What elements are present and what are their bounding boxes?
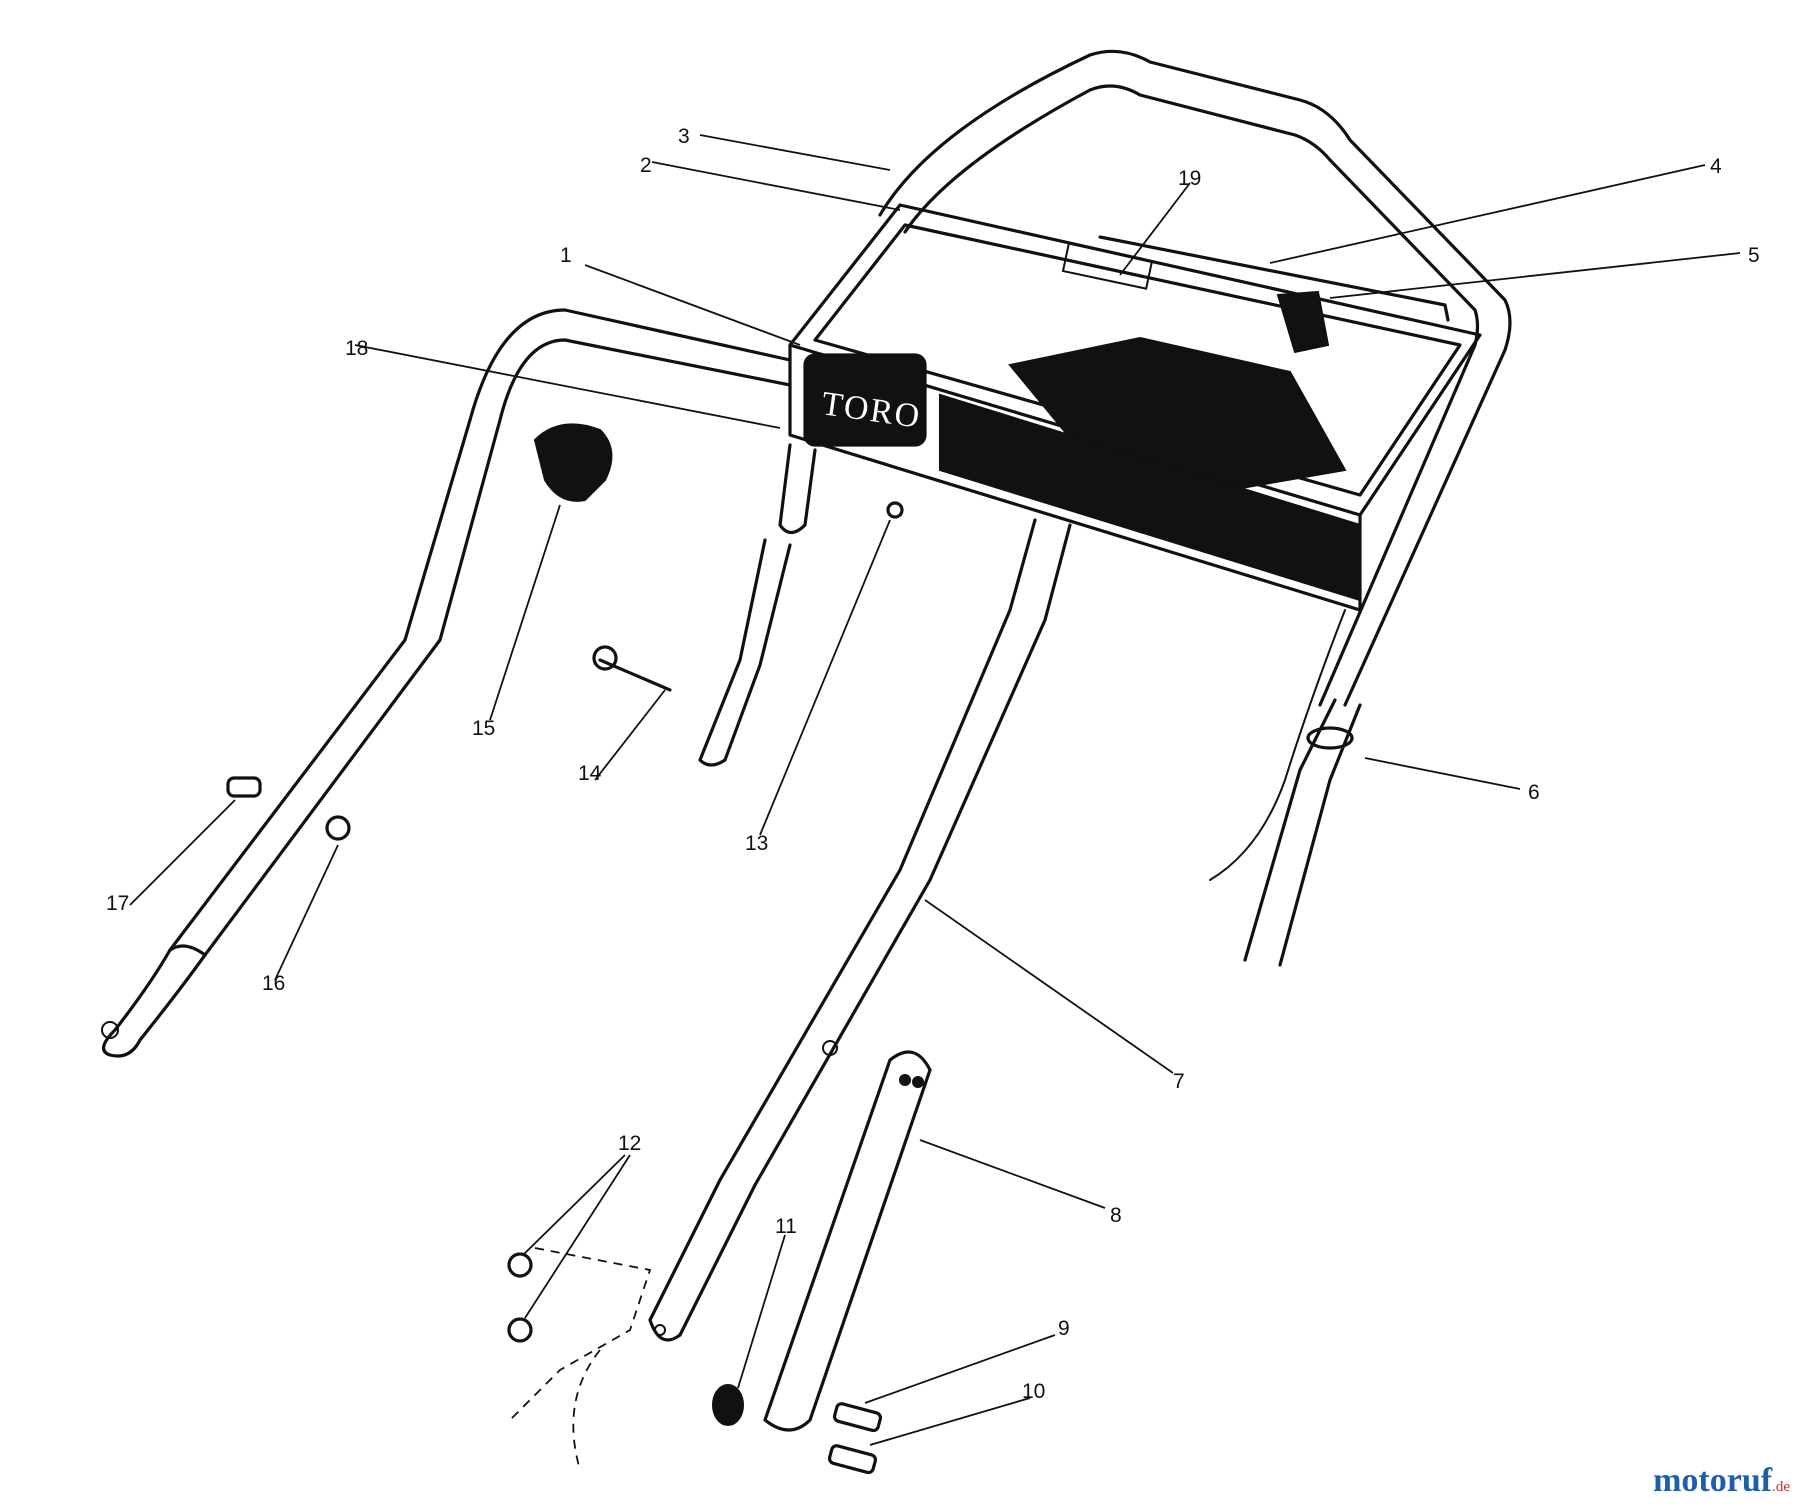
short-tube (698, 443, 817, 767)
nut-part-12a (507, 1252, 533, 1278)
screw-part-13 (886, 501, 904, 519)
callout-9: 9 (1058, 1317, 1070, 1340)
carriage-bolt-part-14 (592, 645, 618, 671)
control-panel: TORO (788, 203, 1482, 612)
callout-12: 12 (618, 1132, 641, 1155)
callout-3: 3 (678, 125, 690, 148)
watermark: motoruf.de (1653, 1462, 1790, 1500)
callout-18: 18 (345, 337, 368, 360)
rod (763, 1050, 932, 1432)
callout-4: 4 (1710, 155, 1722, 178)
callout-13: 13 (745, 832, 768, 855)
callout-16: 16 (262, 972, 285, 995)
callout-10: 10 (1022, 1380, 1045, 1403)
callout-14: 14 (578, 762, 602, 785)
callout-19: 19 (1178, 167, 1201, 190)
watermark-text: motoruf (1653, 1462, 1773, 1499)
watermark-suffix: .de (1772, 1479, 1790, 1495)
callout-11: 11 (775, 1215, 797, 1238)
callout-2: 2 (640, 154, 652, 177)
callout-6: 6 (1528, 781, 1540, 804)
callout-1: 1 (560, 244, 572, 267)
nut-part-16 (325, 815, 351, 841)
center-handle (648, 518, 1072, 1342)
pin-part-17 (226, 776, 262, 798)
callout-7: 7 (1173, 1070, 1185, 1093)
callouts: 1 2 3 4 5 6 7 8 9 10 11 12 13 14 15 16 1… (106, 125, 1760, 1403)
callout-17: 17 (106, 892, 129, 915)
knob-part-15 (533, 423, 613, 502)
bolt-part-10 (827, 1444, 878, 1475)
leader-lines (129, 134, 1741, 1446)
hardware (226, 423, 904, 1475)
callout-8: 8 (1110, 1204, 1122, 1227)
bolt-part-9 (832, 1402, 883, 1433)
nut-part-12b (507, 1317, 533, 1343)
upper-handle-loop (878, 49, 1512, 707)
spacer-part-11 (712, 1384, 744, 1426)
callout-5: 5 (1748, 244, 1760, 267)
left-handle (101, 308, 792, 1058)
callout-15: 15 (472, 717, 495, 740)
right-handle-segment (1209, 609, 1362, 967)
